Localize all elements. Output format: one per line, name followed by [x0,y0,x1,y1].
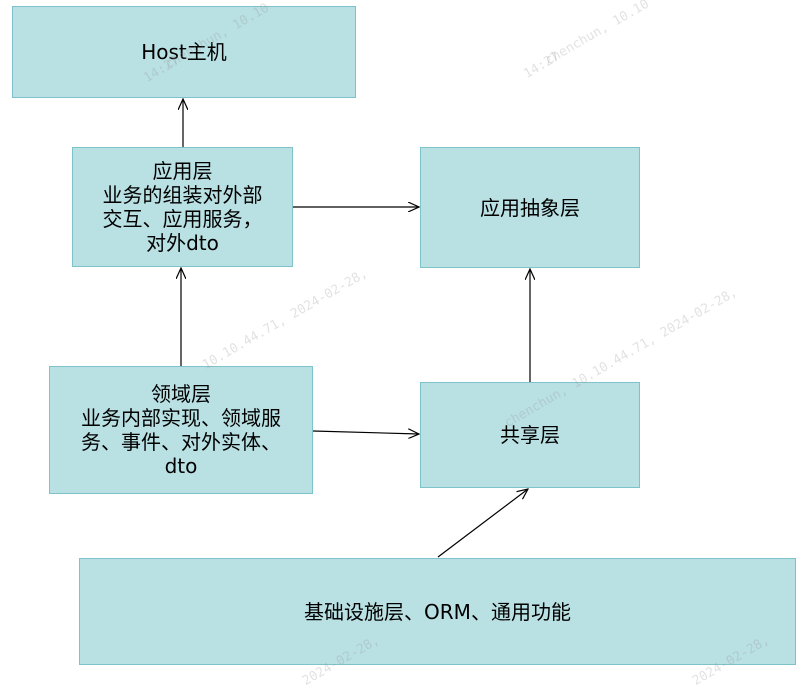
infrastructure-layer-label: 基础设施层、ORM、通用功能 [304,599,571,624]
application-abstraction-layer-label: 应用抽象层 [480,195,580,220]
shared-layer-box: 共享层 [420,382,640,488]
application-layer-box: 应用层 业务的组装对外部 交互、应用服务， 对外dto [72,147,293,267]
shared-layer-label: 共享层 [500,423,560,447]
arrow-infra-to-shared [437,489,528,558]
domain-layer-label: 领域层 业务内部实现、领域服 务、事件、对外实体、 dto [81,382,281,478]
domain-layer-box: 领域层 业务内部实现、领域服 务、事件、对外实体、 dto [49,366,313,494]
application-abstraction-layer-box: 应用抽象层 [420,147,640,268]
host-box: Host主机 [12,6,356,98]
infrastructure-layer-box: 基础设施层、ORM、通用功能 [79,558,796,665]
host-label: Host主机 [141,40,227,64]
arrow-domain-to-shared [312,431,419,434]
application-layer-label: 应用层 业务的组装对外部 交互、应用服务， 对外dto [102,159,263,255]
